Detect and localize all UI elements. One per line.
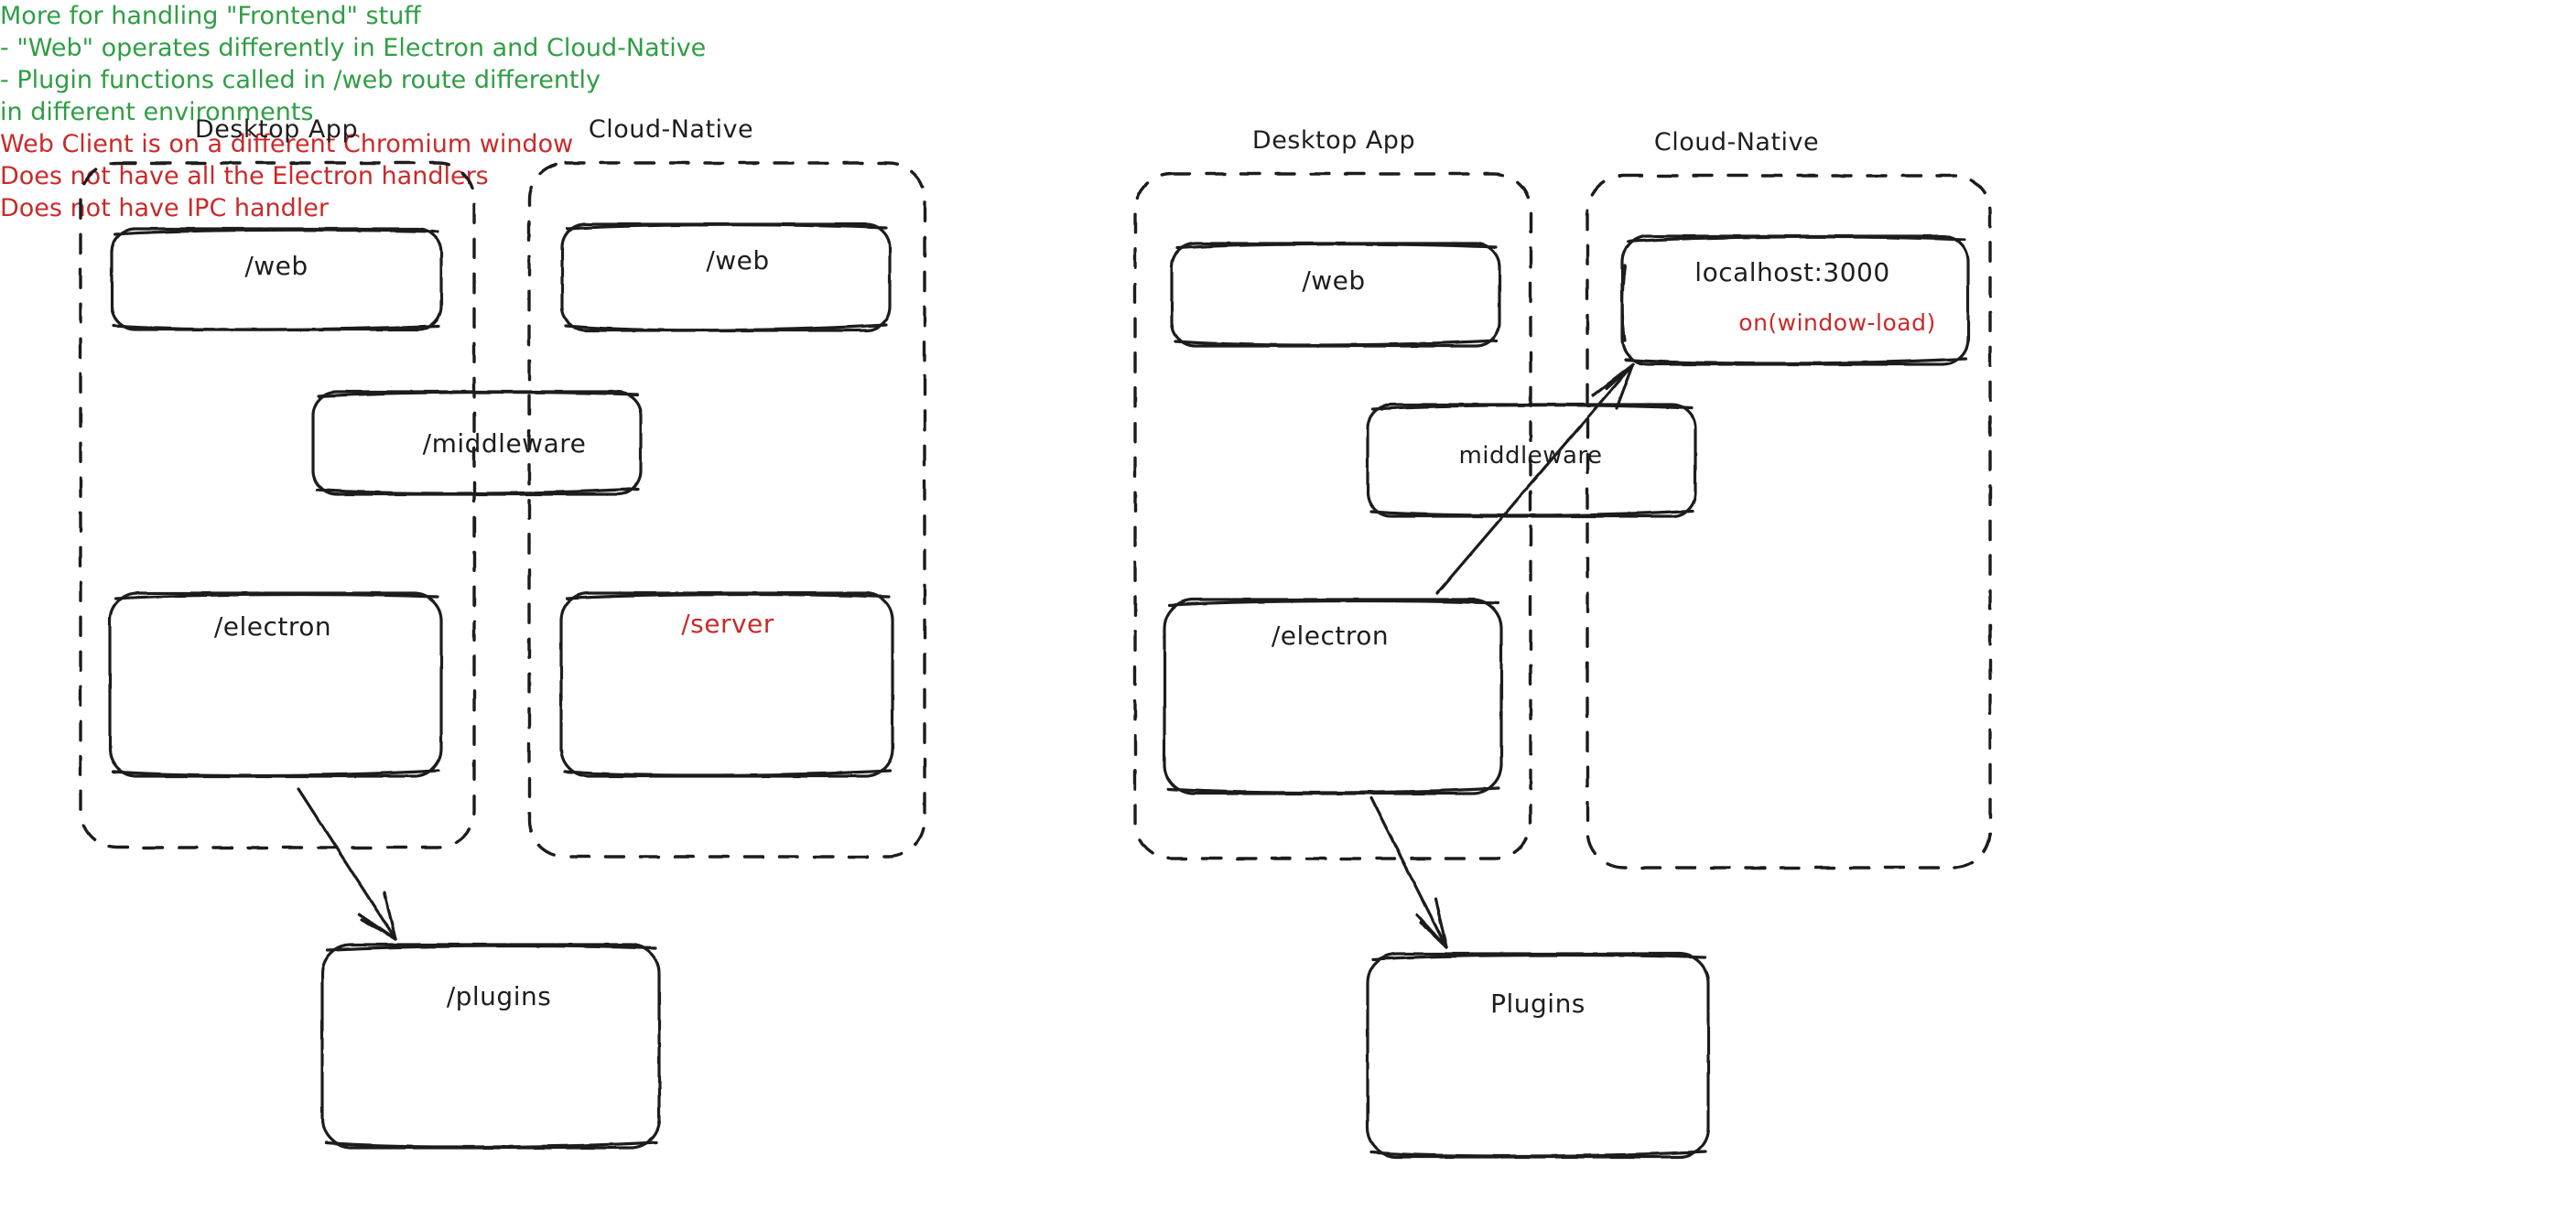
note-left-green-line-4: in different environments [0, 98, 314, 126]
shape-left-electron [108, 591, 443, 778]
note-left-green-line-1: More for handling "Frontend" stuff [0, 2, 421, 30]
arrow-right-electron-to-plugins [1369, 796, 1448, 949]
note-right-red-line-2: Does not have all the Electron handlers [0, 162, 489, 190]
note-right-red: Web Client is on a different Chromium wi… [0, 128, 2576, 224]
box-label-right-middleware: middleware [1458, 442, 1603, 470]
box-label-left-desktop-web: /web [244, 251, 308, 281]
group-title-left-desktop-app: Desktop App [194, 115, 359, 144]
box-label-left-plugins: /plugins [446, 981, 552, 1011]
shape-right-middleware [1366, 403, 1697, 518]
box-label-left-electron: /electron [213, 611, 332, 642]
box-label-left-middleware: /middleware [422, 428, 587, 459]
shape-left-cloud-web [560, 222, 892, 332]
group-title-left-cloud-native: Cloud-Native [588, 115, 754, 144]
shape-left-plugins [320, 943, 661, 1150]
box-label-right-desktop-web: /web [1302, 265, 1366, 296]
box-label-right-electron: /electron [1271, 621, 1390, 651]
shape-right-electron [1163, 598, 1503, 795]
shape-right-desktop-web [1170, 242, 1501, 348]
box-label-left-server: /server [681, 609, 774, 639]
shape-left-desktop-web [110, 227, 443, 331]
group-left-cloud-native [527, 161, 926, 859]
arrow-right-electron-to-localhost [1435, 362, 1635, 595]
arrow-left-electron-to-plugins [297, 787, 397, 941]
shape-right-plugins [1366, 952, 1710, 1159]
note-right-red-line-1: Web Client is on a different Chromium wi… [0, 130, 574, 158]
shape-left-server [559, 591, 894, 778]
shape-right-localhost [1620, 234, 1970, 366]
note-left-green: More for handling "Frontend" stuff - "We… [0, 0, 2576, 128]
box-label-left-cloud-web: /web [706, 245, 770, 276]
group-right-cloud-native [1586, 174, 1992, 870]
box-label-right-localhost-sub: on(window-load) [1738, 309, 1936, 336]
box-label-right-localhost: localhost:3000 [1694, 257, 1890, 287]
shape-left-middleware [311, 390, 643, 496]
group-title-right-cloud-native: Cloud-Native [1653, 128, 1820, 157]
box-label-right-plugins: Plugins [1490, 989, 1586, 1019]
group-title-right-desktop-app: Desktop App [1251, 126, 1416, 155]
note-left-green-line-3: - Plugin functions called in /web route … [0, 66, 601, 94]
note-right-red-line-3: Does not have IPC handler [0, 194, 330, 222]
note-left-green-line-2: - "Web" operates differently in Electron… [0, 34, 707, 62]
